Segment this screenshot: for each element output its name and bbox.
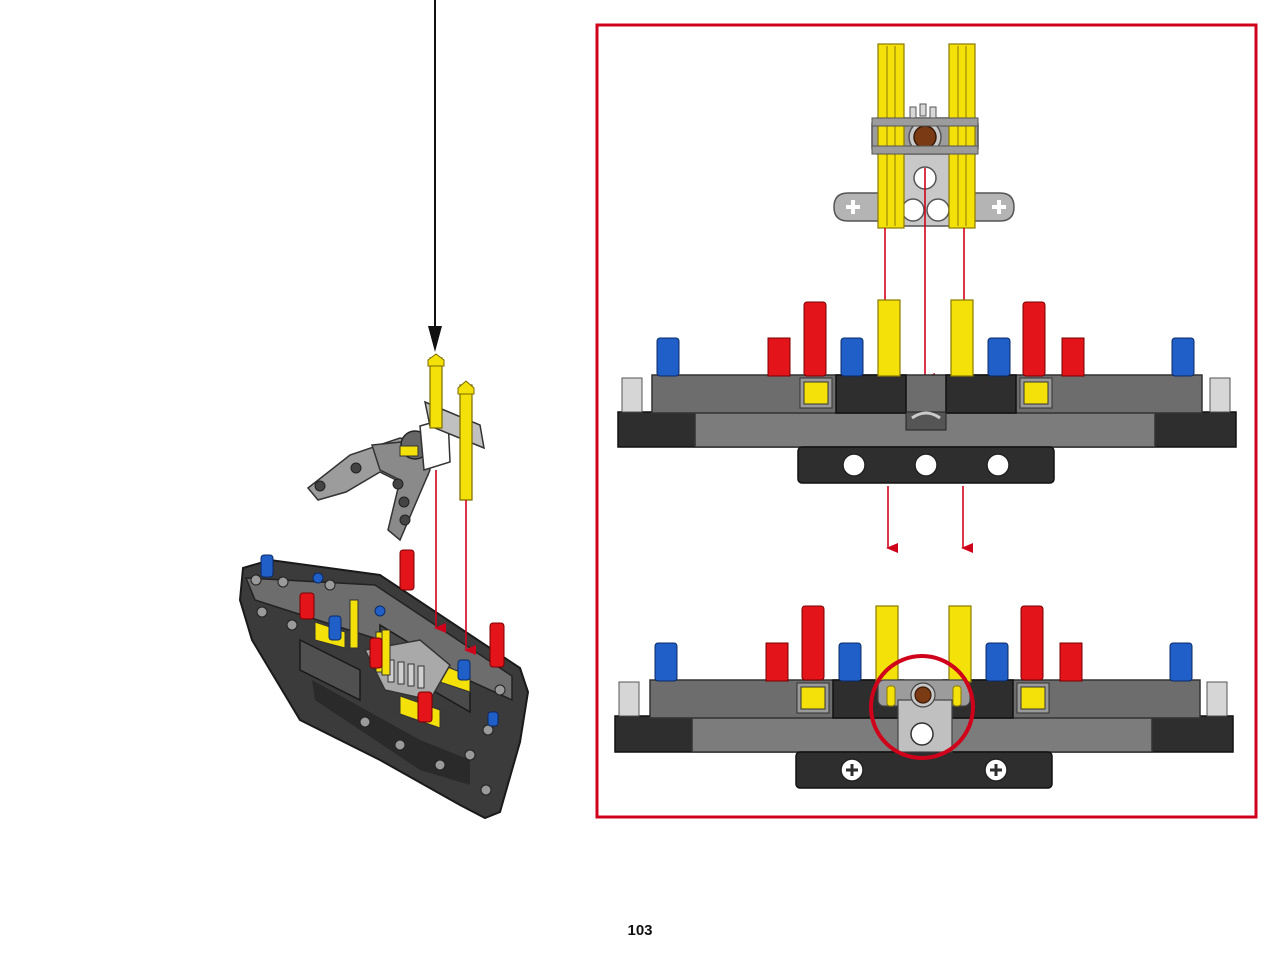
callout-assembly-before	[617, 299, 1237, 484]
page-number: 103	[627, 922, 653, 939]
callout-arrows-middle	[886, 486, 973, 553]
callout-box	[595, 23, 1258, 819]
base-triangle-frame	[238, 549, 530, 820]
main-assembly-view	[238, 0, 530, 820]
insertion-arrows-red-main	[434, 470, 476, 655]
callout-assembly-after	[614, 605, 1234, 789]
insertion-arrow-black	[428, 0, 442, 352]
callout-arrows-top	[884, 168, 965, 383]
sub-assembly-gear-arm	[306, 353, 485, 542]
callout-sub-assembly	[833, 43, 1015, 229]
highlight-circle	[869, 654, 975, 760]
